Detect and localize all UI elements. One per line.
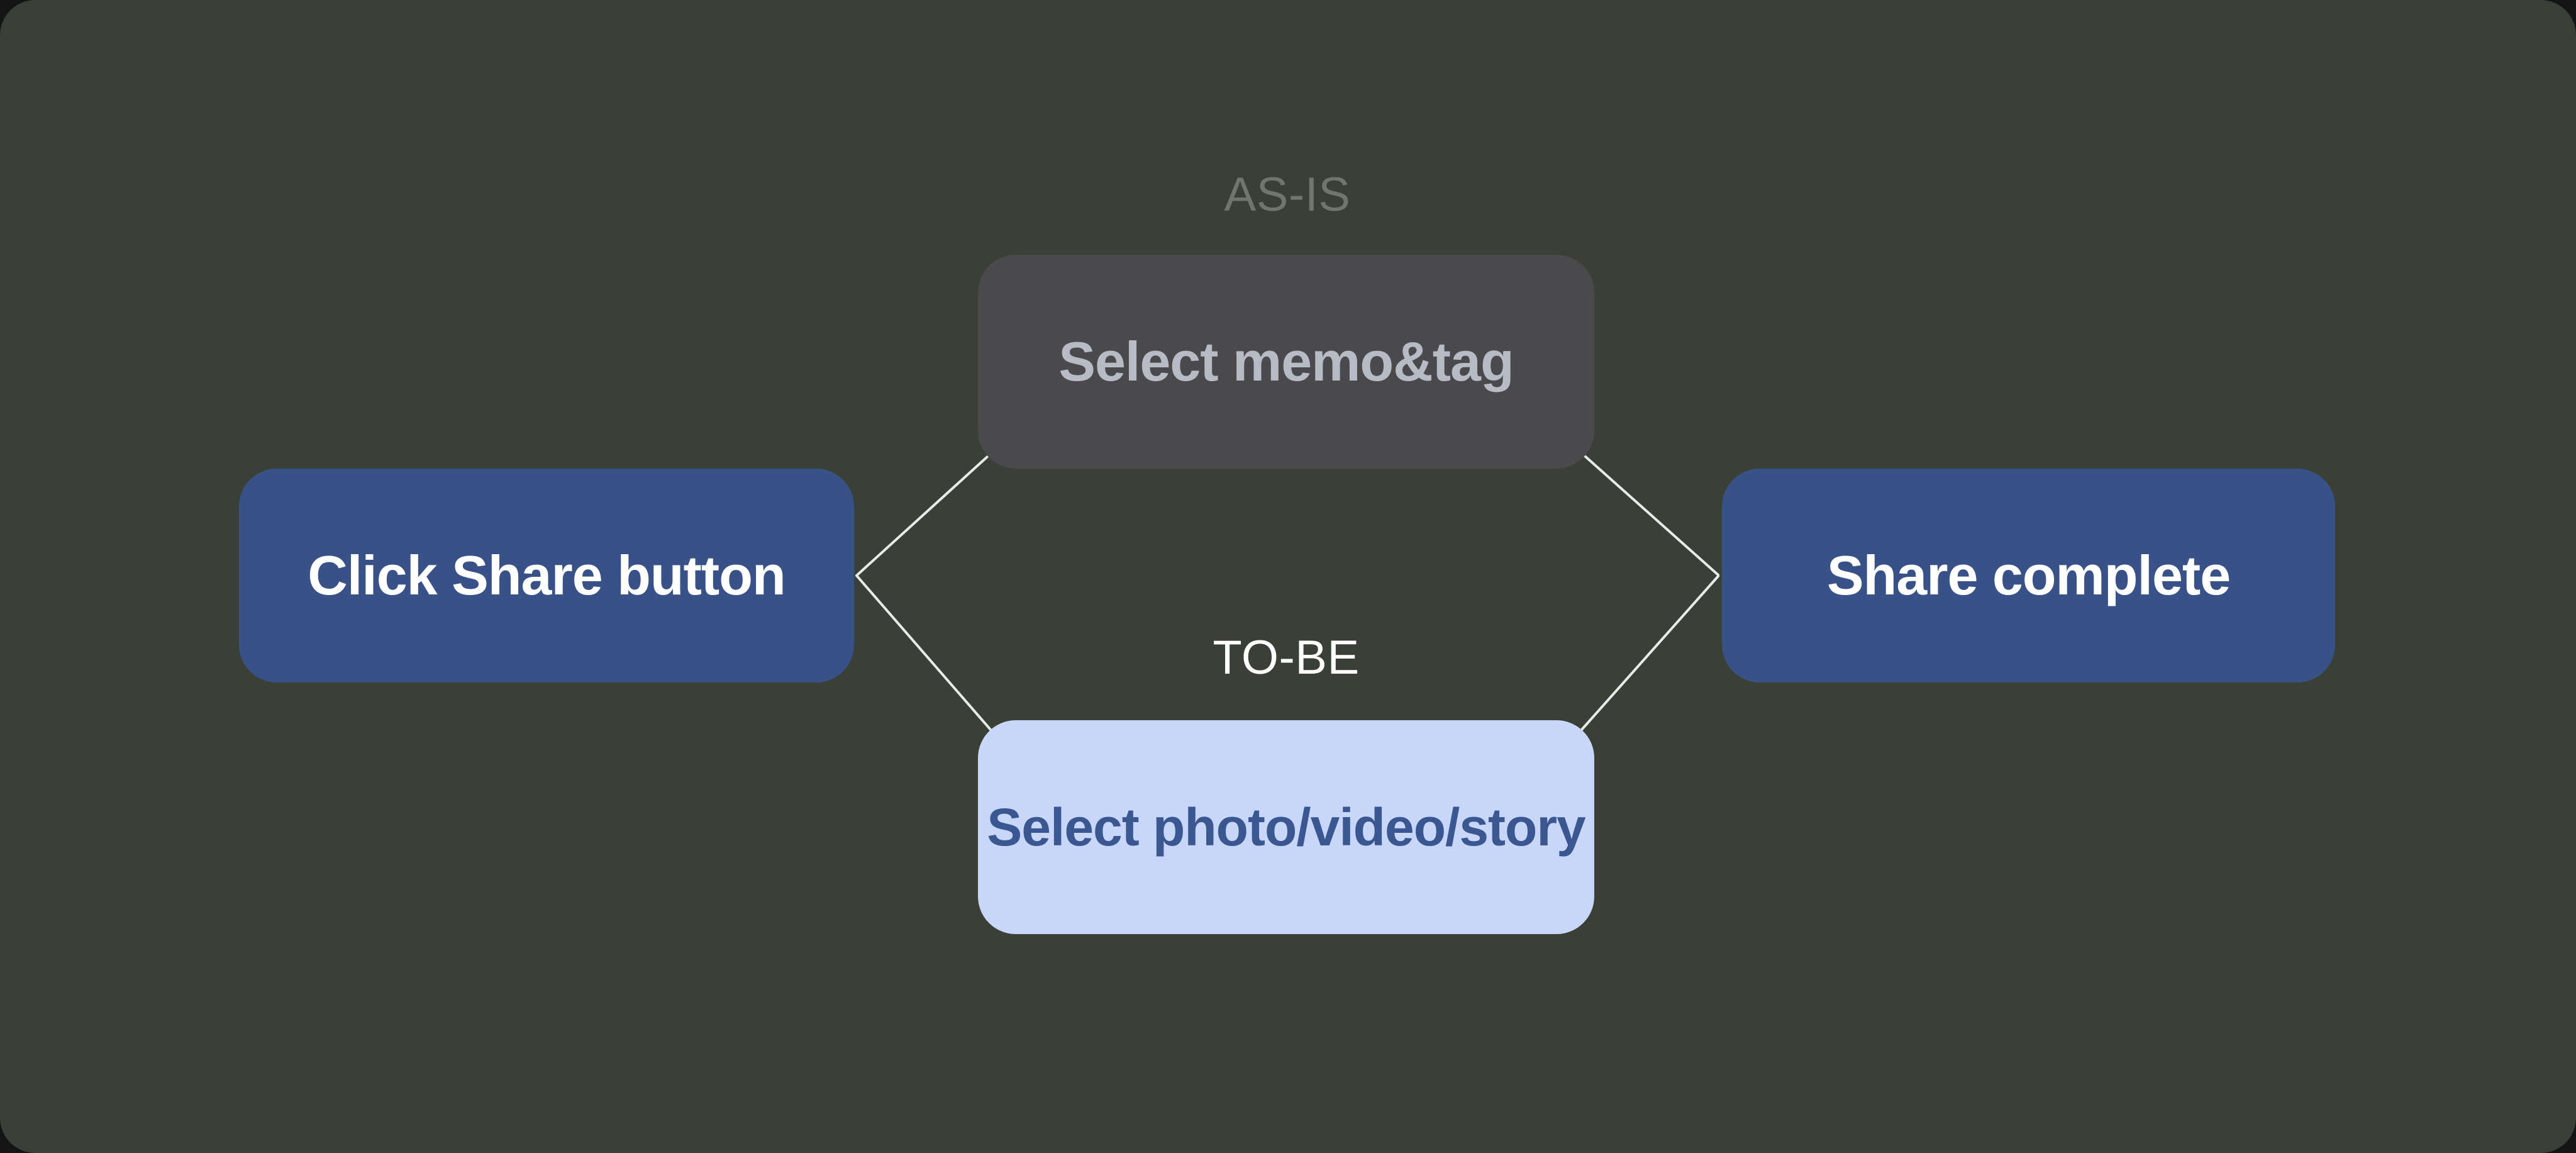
node-share-complete[interactable]: Share complete <box>1722 469 2335 682</box>
connector-select-memo-tag-to-share-complete[interactable] <box>1584 455 1719 576</box>
node-label: Share complete <box>1826 544 2231 606</box>
node-select-memo-tag[interactable]: Select memo&tag <box>978 255 1594 469</box>
to-be-heading[interactable]: TO-BE <box>1213 631 1360 684</box>
node-label: Click Share button <box>308 544 786 606</box>
connector-click-share-to-select-memo-tag[interactable] <box>855 455 989 577</box>
node-select-photo-video-story[interactable]: Select photo/video/story <box>978 720 1594 934</box>
node-label: Select photo/video/story <box>987 797 1586 857</box>
node-click-share-button[interactable]: Click Share button <box>239 469 854 682</box>
as-is-heading[interactable]: AS-IS <box>1224 168 1351 221</box>
node-label: Select memo&tag <box>1058 330 1514 393</box>
connector-click-share-to-select-photo-video-story[interactable] <box>855 574 992 731</box>
connector-select-photo-video-story-to-share-complete[interactable] <box>1580 575 1719 731</box>
